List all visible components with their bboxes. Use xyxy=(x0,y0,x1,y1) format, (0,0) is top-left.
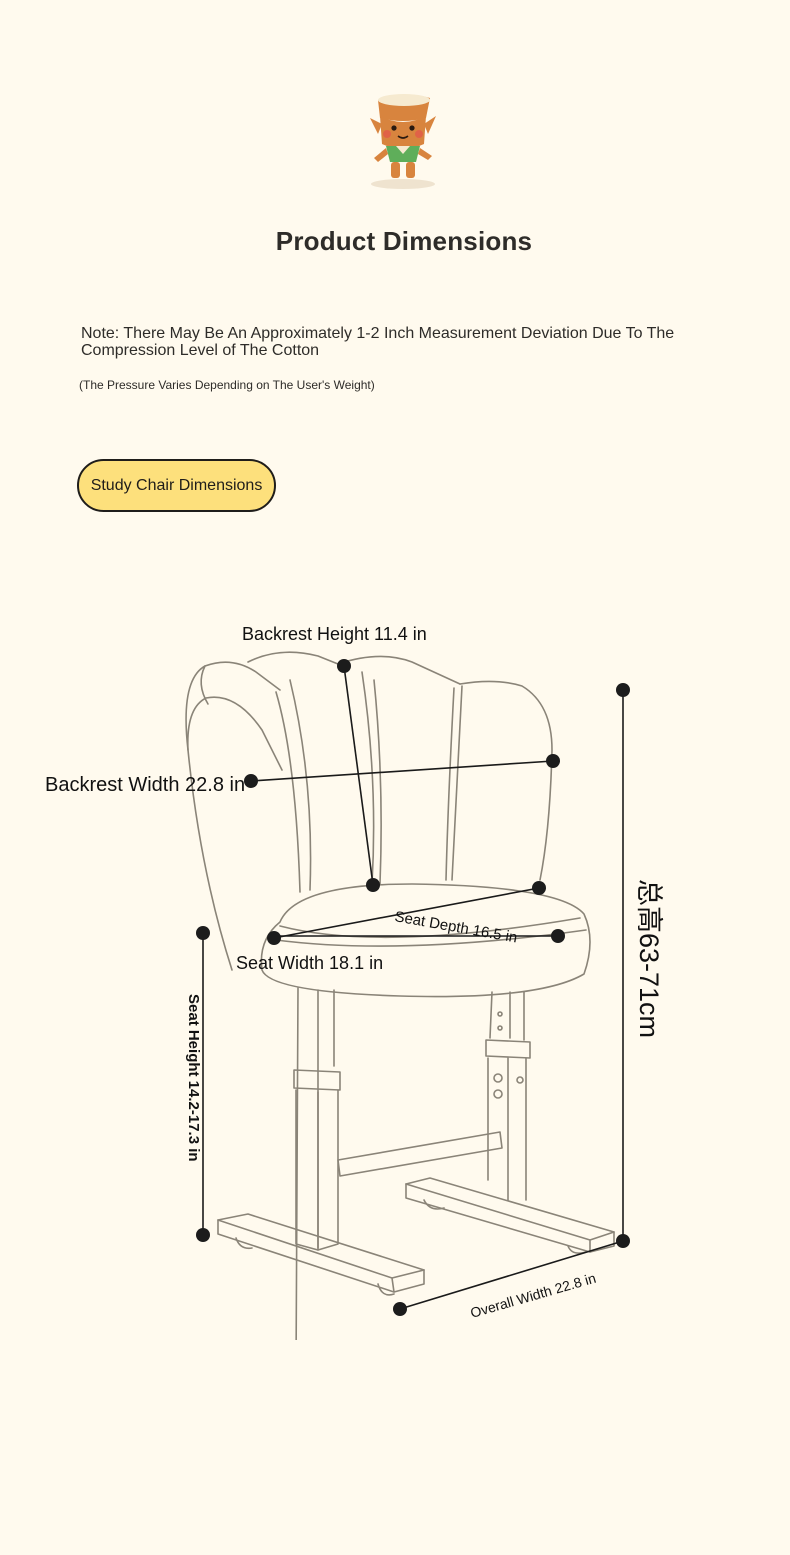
point-dot xyxy=(244,774,258,788)
measurement-points xyxy=(196,659,630,1316)
overall-width-line xyxy=(399,1240,624,1310)
mascot-logo xyxy=(370,94,436,189)
overall-width-label: Overall Width 22.8 in xyxy=(468,1270,597,1321)
point-dot xyxy=(616,1234,630,1248)
point-dot xyxy=(393,1302,407,1316)
tab-label: Study Chair Dimensions xyxy=(90,476,263,494)
seat-depth-label: Seat Depth 16.5 in xyxy=(393,908,518,946)
backrest-height-line xyxy=(343,665,374,886)
measurement-note: Note: There May Be An Approximately 1-2 … xyxy=(81,325,675,359)
chair-dimension-diagram: Backrest Height 11.4 in Backrest Width 2… xyxy=(45,624,664,1340)
point-dot xyxy=(196,1228,210,1242)
page-title: Product Dimensions xyxy=(275,226,533,256)
backrest-height-label: Backrest Height 11.4 in xyxy=(242,624,427,644)
point-dot xyxy=(532,881,546,895)
seat-depth-line xyxy=(273,887,540,939)
point-dot xyxy=(546,754,560,768)
point-dot xyxy=(196,926,210,940)
pressure-note: (The Pressure Varies Depending on The Us… xyxy=(79,378,375,392)
point-dot xyxy=(551,929,565,943)
total-height-label: 总高63-71cm xyxy=(634,879,664,1038)
point-dot xyxy=(616,683,630,697)
point-dot xyxy=(366,878,380,892)
backrest-width-label: Backrest Width 22.8 in xyxy=(45,774,245,796)
point-dot xyxy=(337,659,351,673)
backrest-width-line xyxy=(250,760,554,782)
measurement-lines xyxy=(202,665,624,1310)
study-chair-dimensions-tab[interactable]: Study Chair Dimensions xyxy=(77,459,276,512)
seat-height-label: Seat Height 14.2-17.3 in xyxy=(185,994,202,1162)
point-dot xyxy=(267,931,281,945)
seat-width-label: Seat Width 18.1 in xyxy=(236,953,383,973)
